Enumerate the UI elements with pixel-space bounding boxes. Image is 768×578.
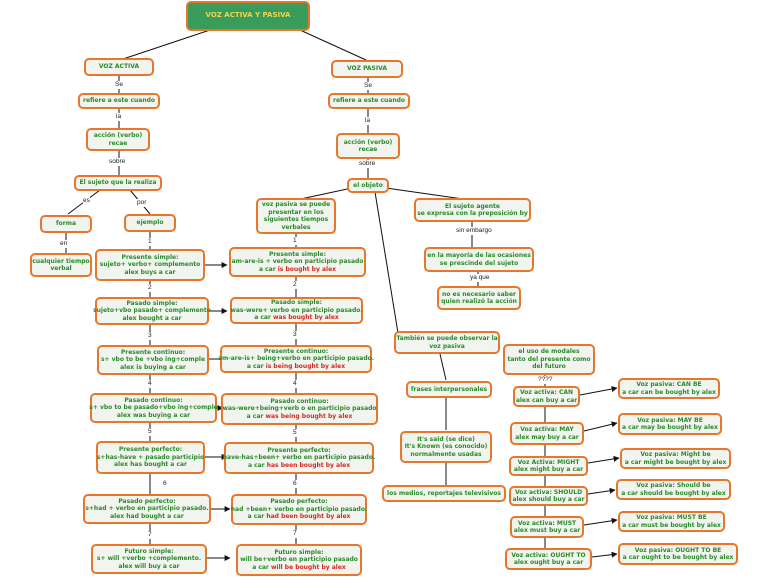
ejemplo-node[interactable]: ejemplo <box>124 214 176 232</box>
voz-pasiva-node[interactable]: VOZ PASIVA <box>331 60 403 78</box>
connector-question-marks: ???? <box>538 376 553 384</box>
accion-activa-line1: acción (verbo) <box>93 132 143 139</box>
voz-activa-node[interactable]: VOZ ACTIVA <box>84 58 154 76</box>
voz-pasiva-label: VOZ PASIVA <box>346 65 387 73</box>
passive-tense-future-simple[interactable]: Futuro simple: will be+verbo en particip… <box>236 544 362 576</box>
active-step-4: 4 <box>148 380 152 388</box>
connector-por: por <box>137 199 147 207</box>
passive-tense-past-perfect[interactable]: Pasado perfecto: had +been+ verbo en par… <box>231 494 367 525</box>
root-title: VOZ ACTIVA Y PASIVA <box>205 11 291 20</box>
active-step-1: 1 <box>148 238 152 246</box>
connector-sobre-activa: sobre <box>109 158 126 166</box>
active-tense-present-perfect[interactable]: Presente perfecto: s+has-have + pasado p… <box>96 441 205 474</box>
modal-active-should[interactable]: Voz activa: SHOULD alex should buy a car <box>509 486 588 506</box>
tiempos-verbales-node[interactable]: voz pasiva se puede presentar en los sig… <box>256 198 336 234</box>
medios-node[interactable]: los medios, reportajes televisivos <box>382 485 506 502</box>
refiere-activa-node[interactable]: refiere a este cuando <box>78 93 160 109</box>
root-title-node[interactable]: VOZ ACTIVA Y PASIVA <box>186 1 310 31</box>
modal-active-may[interactable]: Voz activa: MAY alex may buy a car <box>510 422 584 445</box>
modal-active-can[interactable]: Voz activa: CAN alex can buy a car <box>513 386 580 407</box>
forma-label: forma <box>56 220 76 228</box>
passive-tense-present-continuous[interactable]: Presente continuo: am-are-is+ being+verb… <box>218 345 374 373</box>
voz-activa-label: VOZ ACTIVA <box>98 63 140 71</box>
passive-tense-past-continuous[interactable]: Pasado continuo: was-were+being+verb o e… <box>221 393 378 425</box>
mayoria-ocasiones-node[interactable]: en la mayoría de las ocasiones se presci… <box>424 247 534 272</box>
accion-pasiva-line2: recae <box>358 146 378 153</box>
passive-step-6: 6 <box>293 480 297 488</box>
modal-passive-ought-to-be[interactable]: Voz pasiva: OUGHT TO BE a car ought to b… <box>618 543 738 565</box>
connector-es: es <box>83 197 90 205</box>
active-step-6: 6 <box>163 480 167 488</box>
connector-ya-que: ya que <box>470 274 490 282</box>
active-tense-present-continuous[interactable]: Presente continuo: s+ vbo to be +vbo ing… <box>97 345 209 375</box>
modal-passive-should-be[interactable]: Voz pasiva: Should be a car should be bo… <box>616 479 731 500</box>
connector-la-pasiva: la <box>365 117 371 125</box>
passive-step-1: 1 <box>293 237 297 245</box>
connector-sobre-pasiva: sobre <box>359 160 376 168</box>
active-tense-past-perfect[interactable]: Pasado perfecto: s+had + verbo en partic… <box>83 494 211 524</box>
active-step-3: 3 <box>148 332 152 340</box>
active-tense-past-simple[interactable]: Pasado simple: sujeto+vbo pasado+ comple… <box>93 297 211 325</box>
cualquier-line1: cualquier tiempo <box>32 257 90 265</box>
connector-la-activa: la <box>116 113 122 121</box>
passive-tense-past-simple[interactable]: Pasado simple: was-were+ verbo en partic… <box>230 297 363 324</box>
tambien-voz-pasiva-node[interactable]: También se puede observar la voz pasiva <box>394 331 500 354</box>
active-tense-future-simple[interactable]: Futuro simple: s+ will +verbo +complemen… <box>91 544 207 574</box>
accion-activa-node[interactable]: acción (verbo) recae <box>86 128 150 151</box>
active-tense-past-continuous[interactable]: Pasado continuo: s+ vbo to be pasado+vbo… <box>89 393 218 423</box>
cualquier-line2: verbal <box>50 265 72 272</box>
frases-interpersonales-node[interactable]: frases interpersonales <box>406 381 492 398</box>
its-said-node[interactable]: It's said (se dice) It's Known (es conoc… <box>400 431 492 463</box>
modal-passive-might-be[interactable]: Voz pasiva: Might be a car might be boug… <box>620 448 731 469</box>
passive-tense-present-perfect[interactable]: Presente perfecto: have-has+been+ verbo … <box>223 442 375 474</box>
accion-pasiva-line1: acción (verbo) <box>343 138 393 146</box>
modales-node[interactable]: el uso de modales tanto del presente com… <box>503 344 595 375</box>
forma-node[interactable]: forma <box>40 215 92 233</box>
modal-active-ought-to[interactable]: Voz activa: OUGHT TO alex ought buy a ca… <box>505 548 592 570</box>
connector-sin-embargo: sin embargo <box>456 227 492 235</box>
passive-tense-present-simple[interactable]: Presente simple: am-are-is + verbo en pa… <box>229 247 366 277</box>
connector-en: en <box>60 240 68 248</box>
refiere-pasiva-label: refiere a este cuando <box>332 97 406 105</box>
modal-passive-may-be[interactable]: Voz pasiva: MAY BE a car may be bought b… <box>618 413 722 435</box>
ejemplo-label: ejemplo <box>136 219 164 227</box>
active-step-5: 5 <box>148 428 152 436</box>
modal-active-must[interactable]: Voz activa: MUST alex must buy a car <box>510 516 584 538</box>
modal-active-might[interactable]: Voz Activa: MIGHT alex might buy a car <box>509 456 588 476</box>
accion-activa-line2: recae <box>108 139 128 147</box>
active-step-2: 2 <box>148 284 152 292</box>
passive-step-2: 2 <box>293 281 297 289</box>
cualquier-tiempo-node[interactable]: cualquier tiempo verbal <box>30 253 92 277</box>
el-objeto-node[interactable]: el objeto <box>347 178 389 193</box>
connector-se-pasiva: Se <box>364 82 372 90</box>
passive-step-7: 7 <box>293 530 297 538</box>
sujeto-realiza-label: El sujeto que la realiza <box>79 179 157 187</box>
passive-step-4: 4 <box>293 380 297 388</box>
el-objeto-label: el objeto <box>353 181 383 189</box>
no-necesario-node[interactable]: no es necesario saber quien realizó la a… <box>437 286 521 310</box>
accion-pasiva-node[interactable]: acción (verbo) recae <box>336 133 400 159</box>
passive-step-5: 5 <box>293 429 297 437</box>
active-step-7: 7 <box>148 531 152 539</box>
modal-passive-must-be[interactable]: Voz pasiva: MUST BE a car must be bought… <box>618 511 725 532</box>
sujeto-agente-node[interactable]: El sujeto agente se expresa con la prepo… <box>414 198 531 222</box>
active-tense-present-simple[interactable]: Presente simple: sujeto+ verbo+ compleme… <box>95 249 205 281</box>
modal-passive-can-be[interactable]: Voz pasiva: CAN BE a car can be bought b… <box>618 378 720 399</box>
refiere-pasiva-node[interactable]: refiere a este cuando <box>328 93 410 109</box>
refiere-activa-label: refiere a este cuando <box>82 97 156 105</box>
sujeto-realiza-node[interactable]: El sujeto que la realiza <box>74 175 162 191</box>
connector-se-activa: Se <box>115 81 123 89</box>
passive-step-3: 3 <box>293 331 297 339</box>
